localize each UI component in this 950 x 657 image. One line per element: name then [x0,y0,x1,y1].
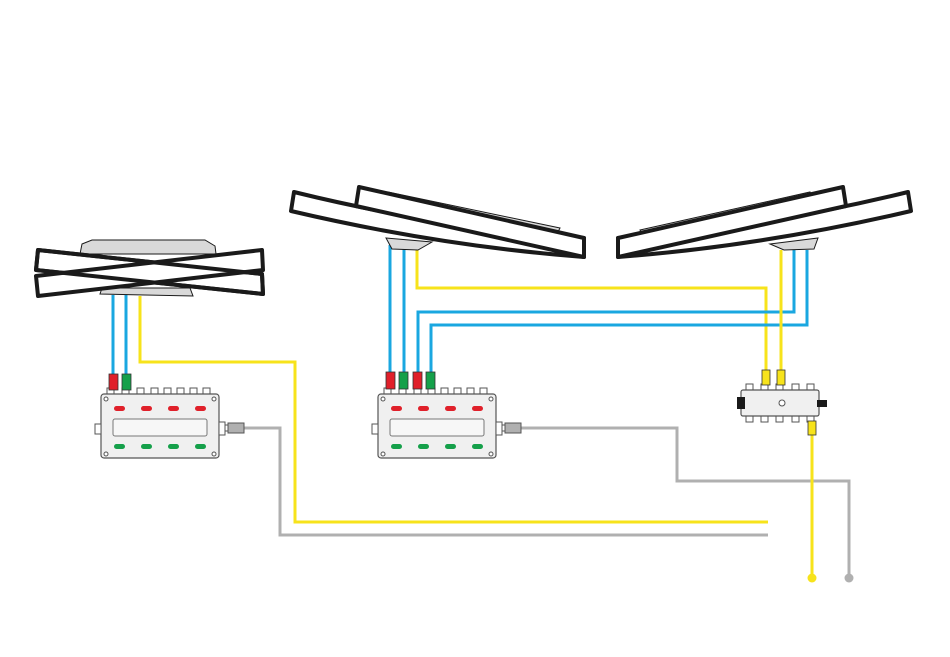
screw [489,452,493,456]
yellow-plug [777,370,785,385]
terminal-tab [454,388,461,394]
gray-plug [228,423,244,433]
gray-plug-neck [225,425,228,431]
red-button[interactable] [391,406,402,411]
red-button[interactable] [114,406,125,411]
screw [212,452,216,456]
terminal-tab [177,388,184,394]
terminal-tab [776,416,783,422]
red-plug [109,374,118,390]
screw [104,397,108,401]
terminal-tab [792,416,799,422]
yellow-terminal [808,574,817,583]
double-slip-turnout-icon [36,240,263,296]
red-plug [386,372,395,389]
yellow-plug [762,370,770,385]
screw [489,397,493,401]
green-button[interactable] [141,444,152,449]
terminal-tab [746,416,753,422]
yellow-plug [808,421,816,435]
side-connector-right [496,422,502,435]
green-button[interactable] [114,444,125,449]
green-button[interactable] [168,444,179,449]
terminal-tab [164,388,171,394]
green-button[interactable] [472,444,483,449]
black-connector-right [817,400,827,407]
terminal-tab [480,388,487,394]
terminal-tab [807,384,814,390]
red-button[interactable] [445,406,456,411]
side-connector-left [372,424,378,434]
screw [381,452,385,456]
green-button[interactable] [391,444,402,449]
gray-wire [521,428,849,577]
red-button[interactable] [472,406,483,411]
terminal-tab [137,388,144,394]
screw [212,397,216,401]
screw [104,452,108,456]
curved-turnout-icon [291,187,584,257]
label-field [390,419,484,436]
red-plug [413,372,422,389]
green-button[interactable] [195,444,206,449]
terminal-tab [746,384,753,390]
terminal-tab [761,416,768,422]
gray-plug [505,423,521,433]
control-box-icon [95,388,244,458]
terminal-tab [467,388,474,394]
motor-housing-top [80,240,216,254]
motor-housing-bottom [770,238,818,250]
green-plug [399,372,408,389]
curved-turnout-icon [618,187,911,257]
side-connector-left [95,424,101,434]
green-plug [122,374,131,390]
terminal-tab [441,388,448,394]
terminal-tab [203,388,210,394]
red-button[interactable] [141,406,152,411]
red-button[interactable] [418,406,429,411]
control-box-icon [372,388,521,458]
red-button[interactable] [195,406,206,411]
blue-wire [418,250,794,374]
gray-terminal [845,574,854,583]
red-button[interactable] [168,406,179,411]
terminal-tab [151,388,158,394]
screw [381,397,385,401]
terminal-tab [190,388,197,394]
black-connector-left [737,397,745,409]
distribution-strip-icon [737,384,827,422]
label-field [113,419,207,436]
mounting-hole [779,400,785,406]
side-connector-right [219,422,225,435]
terminal-tab [792,384,799,390]
green-button[interactable] [445,444,456,449]
green-plug [426,372,435,389]
gray-plug-neck [502,425,505,431]
green-button[interactable] [418,444,429,449]
